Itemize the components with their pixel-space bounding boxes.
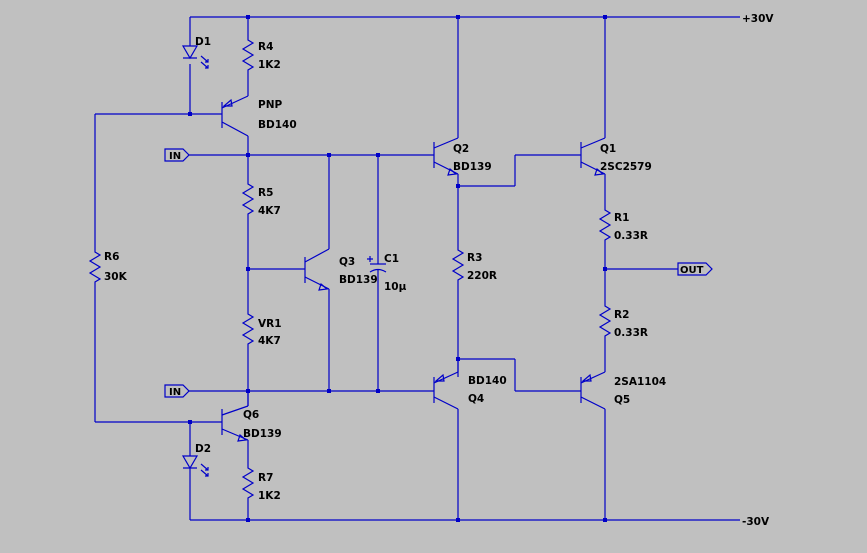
transistor-q2 (433, 137, 459, 176)
vr1-ref: VR1 (258, 318, 282, 330)
vr1-value: 4K7 (258, 335, 281, 347)
pnp-value: BD140 (258, 119, 297, 131)
transistor-q3 (304, 248, 330, 291)
r1-ref: R1 (614, 212, 629, 224)
q2-value: BD139 (453, 161, 492, 173)
resistor-r1 (598, 206, 612, 244)
led-d2 (181, 455, 209, 477)
resistor-vr1 (241, 310, 255, 348)
q3-ref: Q3 (339, 256, 355, 268)
positive-supply-label: +30V (742, 13, 774, 25)
q4-value: BD140 (468, 375, 507, 387)
q1-value: 2SC2579 (600, 161, 652, 173)
input-port-bottom: IN (164, 384, 190, 398)
transistor-q1 (580, 137, 606, 176)
input-port-bottom-label: IN (169, 387, 181, 398)
c1-value: 10µ (384, 281, 407, 293)
q2-ref: Q2 (453, 143, 469, 155)
r2-value: 0.33R (614, 327, 648, 339)
input-port-top-label: IN (169, 151, 181, 162)
negative-supply-label: -30V (742, 516, 770, 528)
output-port-label: OUT (680, 265, 704, 276)
r3-value: 220R (467, 270, 497, 282)
output-port: OUT (677, 262, 713, 276)
transistor-q6 (221, 405, 249, 442)
capacitor-c1 (367, 256, 387, 273)
r7-ref: R7 (258, 472, 273, 484)
resistor-r3 (451, 246, 465, 284)
q1-ref: Q1 (600, 143, 616, 155)
resistor-r4 (241, 36, 255, 74)
junction-dots (188, 15, 607, 522)
input-port-top: IN (164, 148, 190, 162)
r6-value: 30K (104, 271, 128, 283)
q5-value: 2SA1104 (614, 376, 666, 388)
c1-ref: C1 (384, 253, 399, 265)
r4-ref: R4 (258, 41, 273, 53)
transistor-q5 (580, 371, 606, 410)
resistor-r2 (598, 302, 612, 340)
q4-ref: Q4 (468, 393, 484, 405)
d2-ref: D2 (195, 443, 211, 455)
q6-ref: Q6 (243, 409, 259, 421)
r5-value: 4K7 (258, 205, 281, 217)
d1-ref: D1 (195, 36, 211, 48)
q6-value: BD139 (243, 428, 282, 440)
q5-ref: Q5 (614, 394, 630, 406)
r1-value: 0.33R (614, 230, 648, 242)
resistor-r5 (241, 180, 255, 218)
q3-value: BD139 (339, 274, 378, 286)
r3-ref: R3 (467, 252, 482, 264)
resistor-r6 (88, 248, 102, 286)
transistor-q4 (433, 371, 459, 410)
resistor-r7 (241, 464, 255, 502)
pnp-ref: PNP (258, 99, 282, 111)
transistor-pnp-bd140 (221, 95, 249, 137)
r4-value: 1K2 (258, 59, 281, 71)
r7-value: 1K2 (258, 490, 281, 502)
r2-ref: R2 (614, 309, 629, 321)
r5-ref: R5 (258, 187, 273, 199)
led-d1 (181, 45, 209, 69)
r6-ref: R6 (104, 251, 119, 263)
